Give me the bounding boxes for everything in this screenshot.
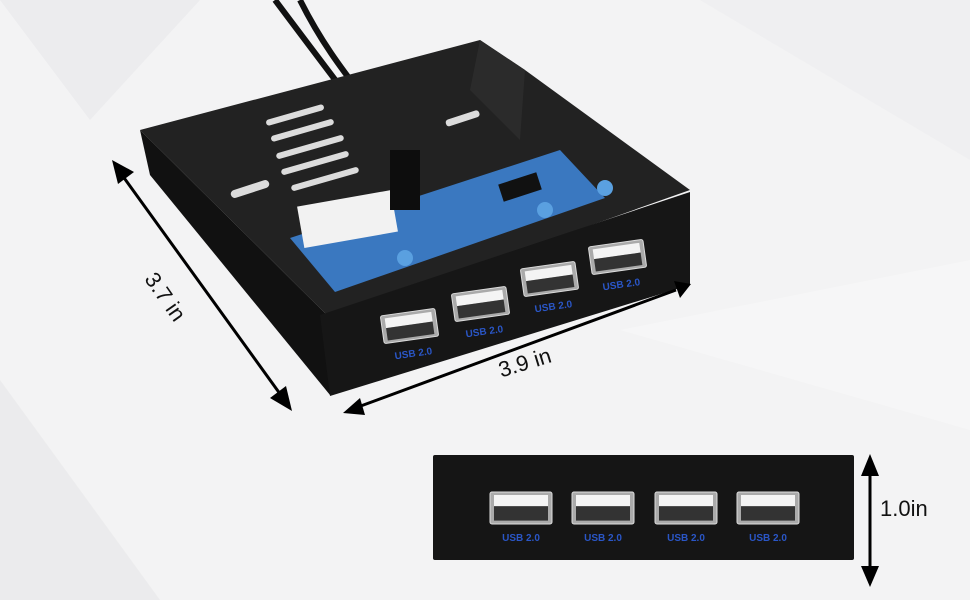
usb-port-label: USB 2.0 bbox=[602, 277, 641, 293]
usb-port-label: USB 2.0 bbox=[465, 324, 504, 340]
usb-port-label: USB 2.0 bbox=[667, 533, 705, 544]
usb-port: USB 2.0 bbox=[520, 261, 579, 315]
vent-slots bbox=[230, 104, 480, 198]
usb-port: USB 2.0 bbox=[380, 308, 439, 362]
usb-port: USB 2.0 bbox=[451, 286, 510, 340]
height-dimension-label: 1.0in bbox=[880, 496, 928, 521]
usb-port: USB 2.0 bbox=[654, 491, 718, 544]
usb-port-label: USB 2.0 bbox=[749, 533, 787, 544]
header-connector bbox=[390, 150, 420, 210]
front-panel-view: USB 2.0 USB 2.0 USB 2.0 USB 2.0 bbox=[433, 455, 854, 560]
usb-port: USB 2.0 bbox=[588, 239, 647, 293]
usb-port: USB 2.0 bbox=[736, 491, 800, 544]
usb-port-label: USB 2.0 bbox=[394, 346, 433, 362]
usb-port: USB 2.0 bbox=[489, 491, 553, 544]
usb-port-label: USB 2.0 bbox=[584, 533, 622, 544]
usb-port-label: USB 2.0 bbox=[534, 299, 573, 315]
usb-port: USB 2.0 bbox=[571, 491, 635, 544]
usb-port-label: USB 2.0 bbox=[502, 533, 540, 544]
chip bbox=[498, 172, 542, 202]
dimension-arrows bbox=[112, 160, 879, 587]
molex-connector bbox=[297, 190, 398, 249]
